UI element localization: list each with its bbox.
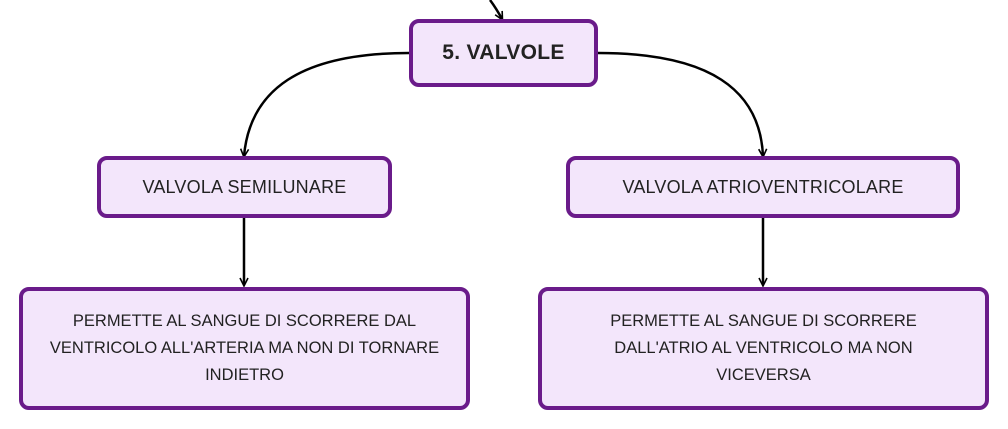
valvola-semilunare-node: VALVOLA SEMILUNARE [97,156,392,218]
valvola-semilunare-label: VALVOLA SEMILUNARE [142,176,347,197]
root-node: 5. VALVOLE [409,19,598,87]
semilunare-description-node: PERMETTE AL SANGUE DI SCORRERE DAL VENTR… [19,287,470,410]
valvola-atrioventricolare-label: VALVOLA ATRIOVENTRICOLARE [622,176,904,197]
semilunare-description-text: PERMETTE AL SANGUE DI SCORRERE DAL VENTR… [49,312,440,384]
root-node-label: 5. VALVOLE [442,41,565,64]
atrioventricolare-description-text: PERMETTE AL SANGUE DI SCORRERE DALL'ATRI… [610,312,917,384]
connector-root-to-semilunare [244,51,410,156]
atrioventricolare-description-node: PERMETTE AL SANGUE DI SCORRERE DALL'ATRI… [538,287,989,410]
connector-root-to-atrioventricolare [597,51,763,156]
incoming-connector [488,0,502,19]
valvola-atrioventricolare-node: VALVOLA ATRIOVENTRICOLARE [566,156,960,218]
